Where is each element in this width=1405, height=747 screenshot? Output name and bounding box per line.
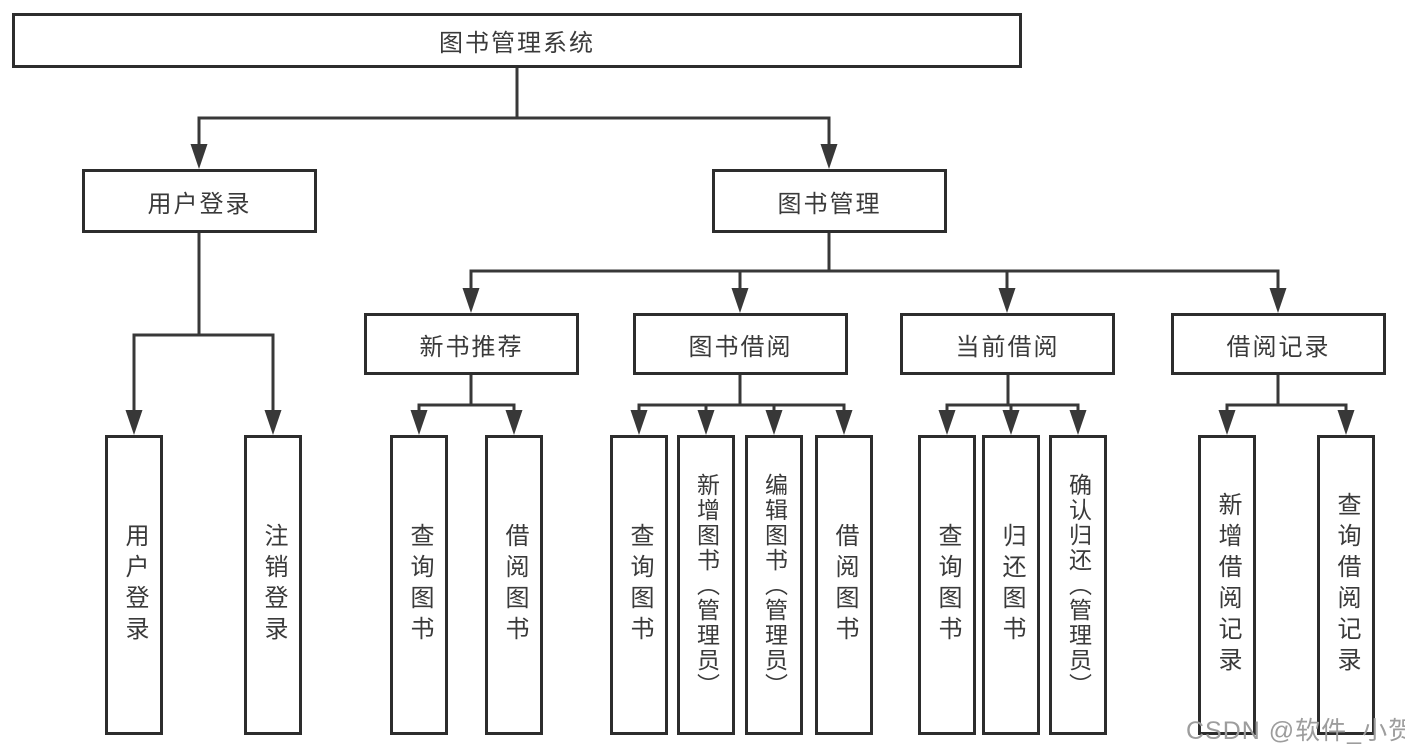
node-query-books-recommend: 查询图书 xyxy=(390,435,448,735)
node-label: 查询图书 xyxy=(406,523,433,647)
node-label: 新书推荐 xyxy=(419,333,524,361)
node-query-borrow-record: 查询借阅记录 xyxy=(1317,435,1375,735)
node-label: 借阅记录 xyxy=(1226,333,1331,361)
node-query-books-borrow: 查询图书 xyxy=(610,435,668,735)
node-user-login-leaf: 用户登录 xyxy=(105,435,163,735)
node-borrow-records: 借阅记录 xyxy=(1171,313,1386,375)
node-label: 确认归还（管理员） xyxy=(1065,472,1092,698)
node-label: 归还图书 xyxy=(998,523,1025,647)
node-label: 借阅图书 xyxy=(501,523,528,647)
node-confirm-return-admin: 确认归还（管理员） xyxy=(1049,435,1107,735)
node-label: 借阅图书 xyxy=(831,523,858,647)
node-borrow-books-recommend: 借阅图书 xyxy=(485,435,543,735)
node-add-borrow-record: 新增借阅记录 xyxy=(1198,435,1256,735)
node-label: 查询图书 xyxy=(934,523,961,647)
node-add-books-admin: 新增图书（管理员） xyxy=(677,435,735,735)
node-logout: 注销登录 xyxy=(244,435,302,735)
node-label: 用户登录 xyxy=(121,523,148,647)
node-label: 新增借阅记录 xyxy=(1214,492,1241,678)
node-label: 查询借阅记录 xyxy=(1333,492,1360,678)
node-user-login: 用户登录 xyxy=(82,169,317,233)
node-return-books: 归还图书 xyxy=(982,435,1040,735)
node-edit-books-admin: 编辑图书（管理员） xyxy=(745,435,803,735)
node-label: 图书管理 xyxy=(777,190,882,218)
node-new-book-recommend: 新书推荐 xyxy=(364,313,579,375)
node-label: 注销登录 xyxy=(260,523,287,647)
node-book-management: 图书管理 xyxy=(712,169,947,233)
node-label: 用户登录 xyxy=(147,190,252,218)
csdn-watermark: CSDN @软件_小贺同学 xyxy=(1186,717,1405,745)
node-query-books-current: 查询图书 xyxy=(918,435,976,735)
node-borrow-books-leaf: 借阅图书 xyxy=(815,435,873,735)
node-label: 图书管理系统 xyxy=(439,30,595,57)
node-library-management-system: 图书管理系统 xyxy=(12,13,1022,68)
node-label: 当前借阅 xyxy=(955,333,1060,361)
node-label: 编辑图书（管理员） xyxy=(761,472,788,698)
node-label: 查询图书 xyxy=(626,523,653,647)
node-current-borrow: 当前借阅 xyxy=(900,313,1115,375)
node-label: 新增图书（管理员） xyxy=(693,472,720,698)
node-book-borrow: 图书借阅 xyxy=(633,313,848,375)
node-label: 图书借阅 xyxy=(688,333,793,361)
